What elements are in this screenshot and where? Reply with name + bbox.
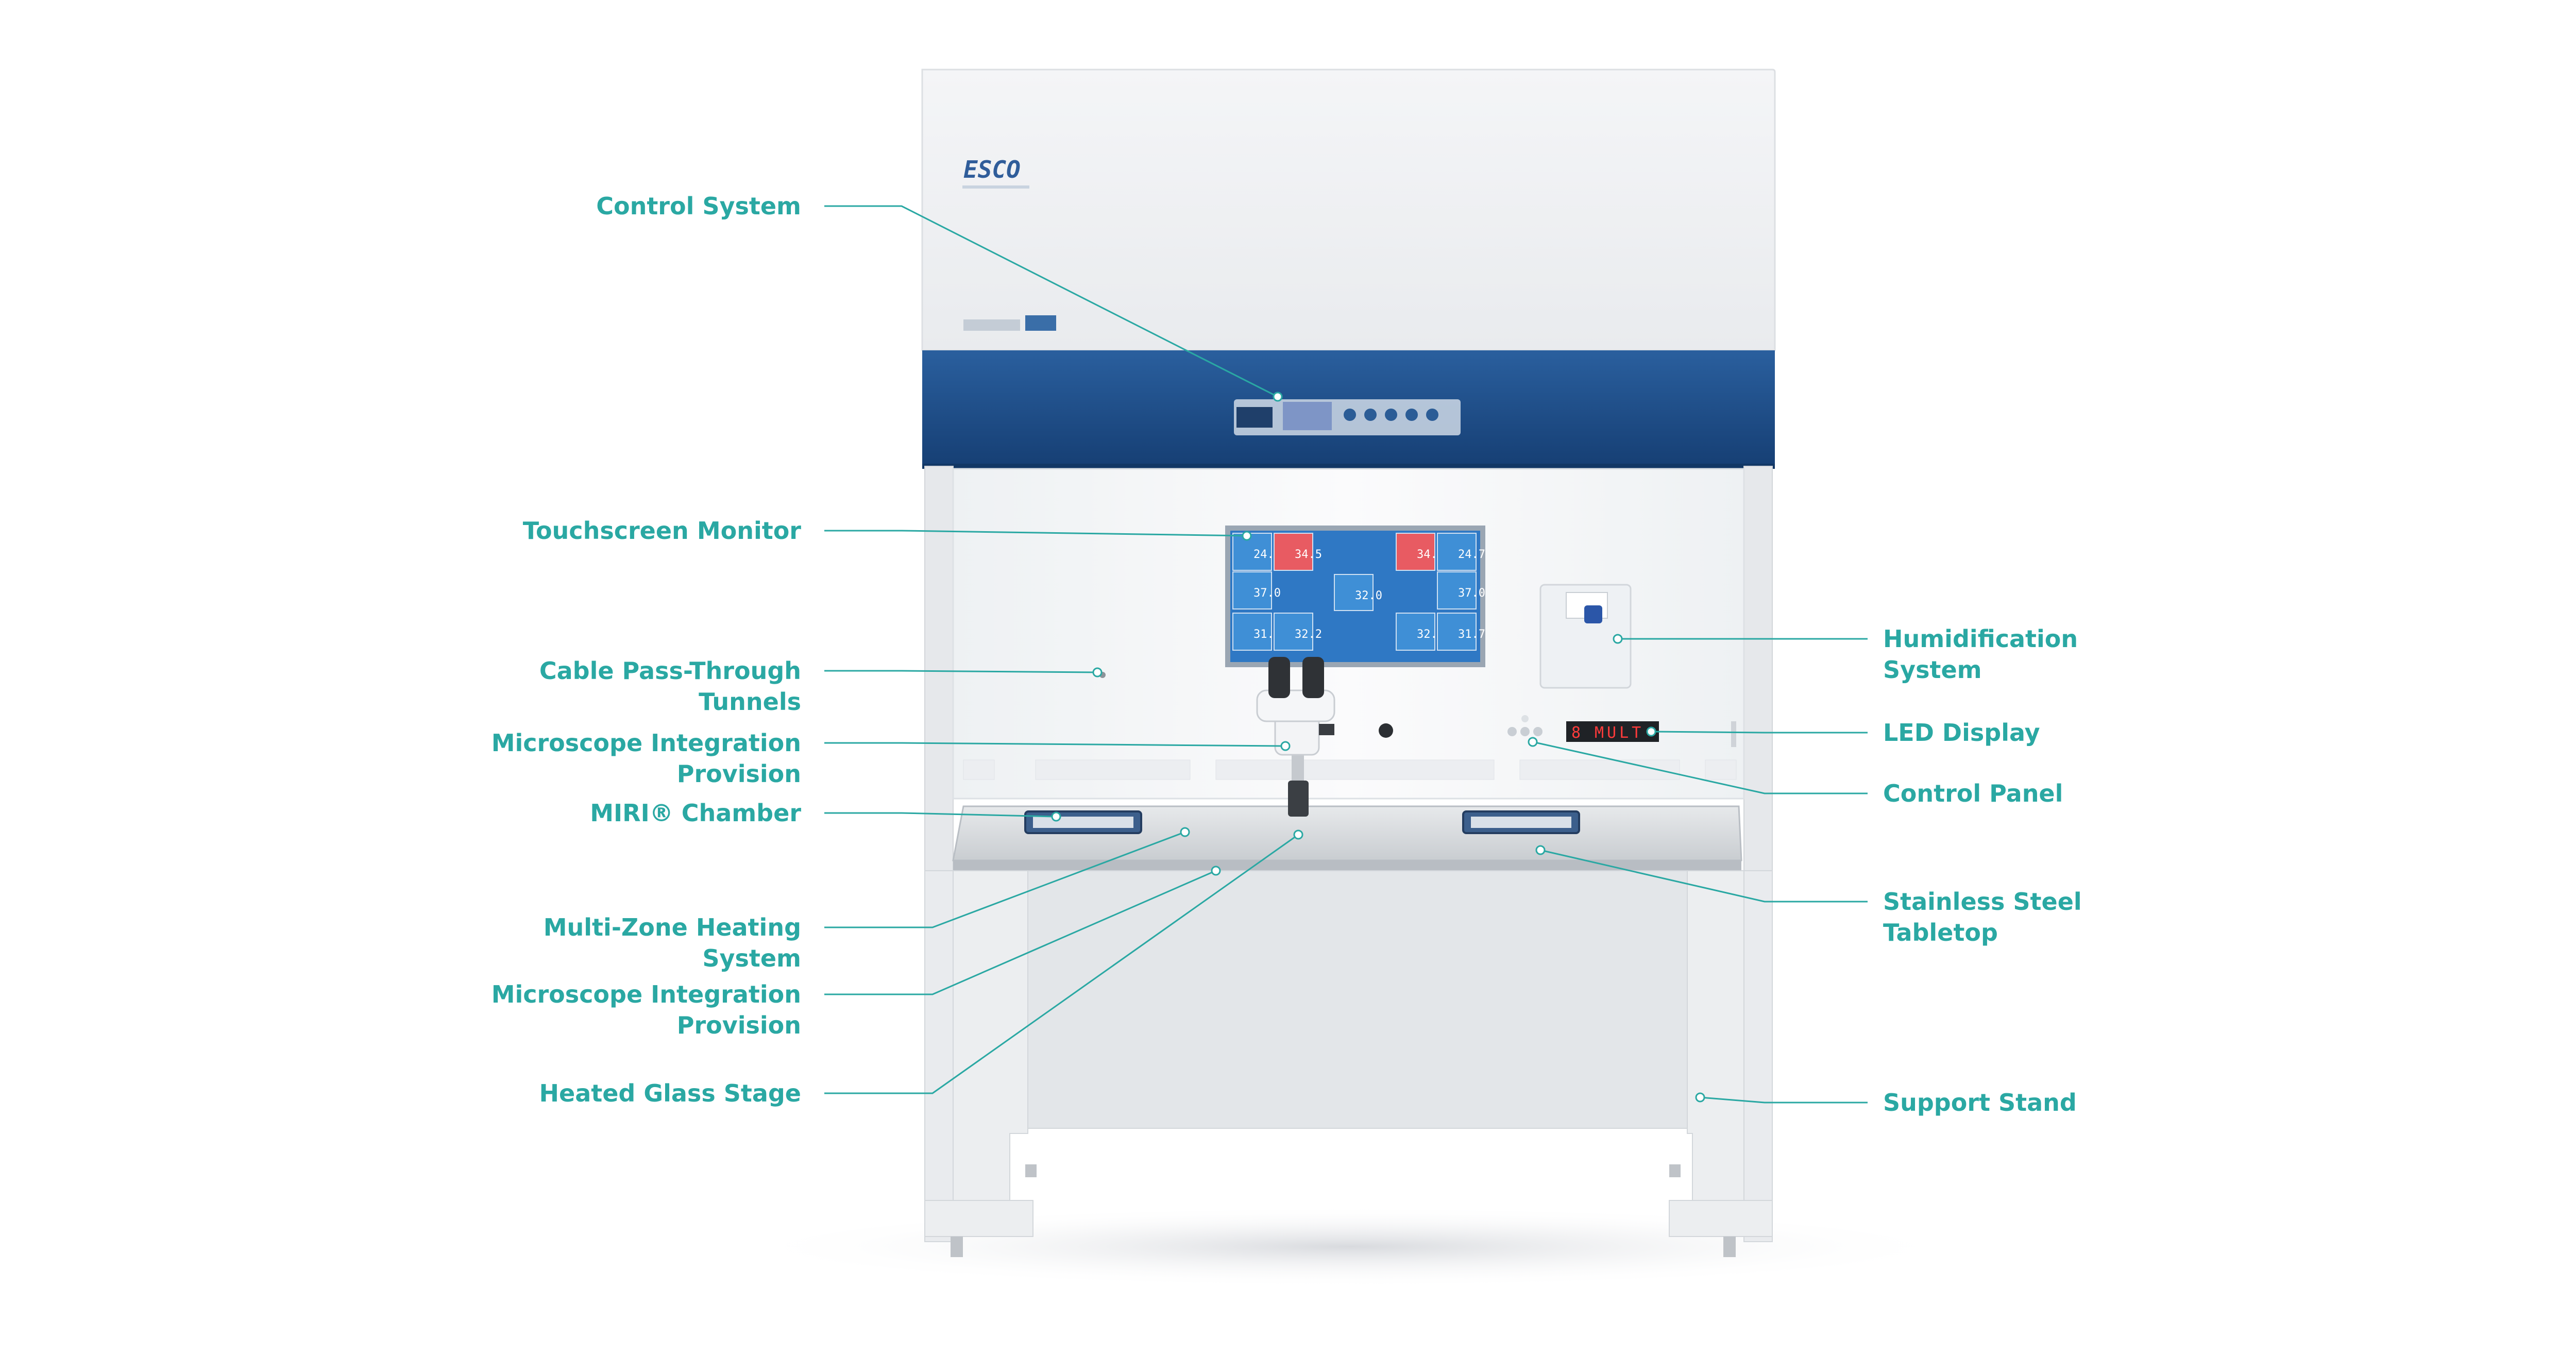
callout-label-line: Support Stand	[1883, 1089, 2077, 1116]
touchscreen-monitor-leader-line	[824, 530, 1247, 537]
callout-label-line: Provision	[676, 1011, 801, 1039]
callout-label-line: Provision	[676, 760, 801, 788]
callout-control-system: Control System	[596, 191, 801, 222]
callout-label-line: Stainless Steel	[1883, 888, 2082, 916]
led-display-leader-line	[1651, 731, 1868, 734]
monitor-tile	[1437, 613, 1477, 651]
vent-strip	[1035, 759, 1191, 780]
monitor-tile-value: 31.7	[1458, 628, 1485, 641]
miri-chamber-leader-line	[824, 812, 1057, 818]
led-display-unit: 8 MULT	[1566, 721, 1659, 742]
right-frame	[1743, 466, 1773, 900]
control-system-leader-line	[824, 205, 1278, 398]
control-system-anchor-dot	[1273, 392, 1283, 402]
callout-support-stand: Support Stand	[1883, 1087, 2077, 1118]
monitor-tile	[1334, 574, 1374, 611]
callout-label-line: Control System	[596, 192, 801, 220]
vent-strip	[963, 759, 995, 780]
microscope-integration-1-anchor-dot	[1280, 741, 1291, 751]
microscope-integration-1-leader-line	[824, 742, 1286, 747]
hood-top	[921, 69, 1776, 351]
monitor-tile	[1232, 613, 1272, 651]
left-frame	[924, 466, 954, 905]
monitor-tile	[1232, 533, 1272, 571]
monitor-tile	[1396, 613, 1435, 651]
monitor-tile	[1232, 571, 1272, 609]
monitor-tile-value: 24.7	[1458, 548, 1485, 561]
callout-label-line: Tunnels	[699, 688, 801, 716]
monitor-tile	[1437, 533, 1477, 571]
svg-text:8: 8	[1571, 724, 1581, 742]
callout-label-line: Microscope Integration	[491, 729, 801, 757]
callout-label-line: Cable Pass-Through	[539, 657, 801, 685]
callout-label-line: MIRI® Chamber	[590, 799, 801, 827]
stainless-steel-tabletop-anchor-dot	[1535, 845, 1546, 855]
led-display-anchor-dot	[1646, 726, 1656, 737]
heated-glass-stage-anchor-dot	[1293, 829, 1303, 840]
vent-strip	[1519, 759, 1680, 780]
vent-strip	[1705, 759, 1737, 780]
monitor-tile-value: 37.0	[1458, 587, 1485, 600]
callout-label-line: Control Panel	[1883, 780, 2063, 807]
callout-label-line: Multi-Zone Heating	[543, 913, 801, 941]
callout-control-panel: Control Panel	[1883, 778, 2063, 809]
callout-label-line: System	[702, 944, 801, 972]
multi-zone-heating-anchor-dot	[1180, 827, 1190, 837]
control-panel-anchor-dot	[1528, 737, 1538, 747]
miri-chamber-anchor-dot	[1051, 811, 1061, 822]
callout-label-line: Tabletop	[1883, 919, 1998, 946]
monitor-tile-value: 34.5	[1295, 548, 1322, 561]
callout-led-display: LED Display	[1883, 717, 2040, 748]
vent-strip	[1215, 759, 1495, 780]
callout-label-line: Humidification	[1883, 625, 2078, 653]
humidification-system-anchor-dot	[1613, 634, 1623, 644]
stainless-steel-tabletop-leader-line	[1540, 849, 1868, 903]
control-panel-leader-line	[1532, 741, 1868, 794]
cable-pass-through-leader-line	[824, 670, 1098, 673]
monitor-tile	[1396, 533, 1435, 571]
monitor-tile	[1274, 613, 1313, 651]
support-stand-panel	[1027, 870, 1688, 1129]
support-stand-anchor-dot	[1695, 1092, 1705, 1103]
callout-label-line: Microscope Integration	[491, 980, 801, 1008]
svg-text:MULT: MULT	[1595, 724, 1644, 742]
floor-shadow	[732, 1206, 1968, 1288]
support-stand-leader-line	[1700, 1096, 1868, 1104]
esco-logo: ESCO	[963, 156, 1021, 183]
support-stand-right-leg	[1687, 870, 1744, 1237]
callout-label-line: Touchscreen Monitor	[522, 517, 801, 545]
microscope-integration-2-anchor-dot	[1211, 866, 1221, 876]
microscope-integration-2-leader-line	[824, 870, 1216, 995]
monitor-tile-value: 37.0	[1253, 587, 1281, 600]
heated-glass-stage-leader-line	[824, 834, 1299, 1094]
monitor-tile	[1274, 533, 1313, 571]
cable-pass-through-anchor-dot	[1092, 667, 1103, 678]
callout-label-line: Heated Glass Stage	[539, 1079, 802, 1107]
humidification-unit	[1539, 584, 1632, 689]
multi-zone-heating-leader-line	[824, 831, 1185, 928]
monitor-tile-value: 32.0	[1355, 589, 1382, 602]
support-stand-left-leg	[953, 870, 1028, 1237]
monitor-tile-value: 32.2	[1295, 628, 1322, 641]
touchscreen-monitor-anchor-dot	[1242, 531, 1252, 541]
callout-miri-chamber: MIRI® Chamber	[590, 798, 801, 828]
callout-label-line: System	[1883, 656, 1982, 684]
callout-label-line: LED Display	[1883, 719, 2040, 747]
callout-heated-glass-stage: Heated Glass Stage	[539, 1078, 802, 1109]
monitor-tile	[1437, 571, 1477, 609]
callout-touchscreen-monitor: Touchscreen Monitor	[523, 515, 801, 546]
